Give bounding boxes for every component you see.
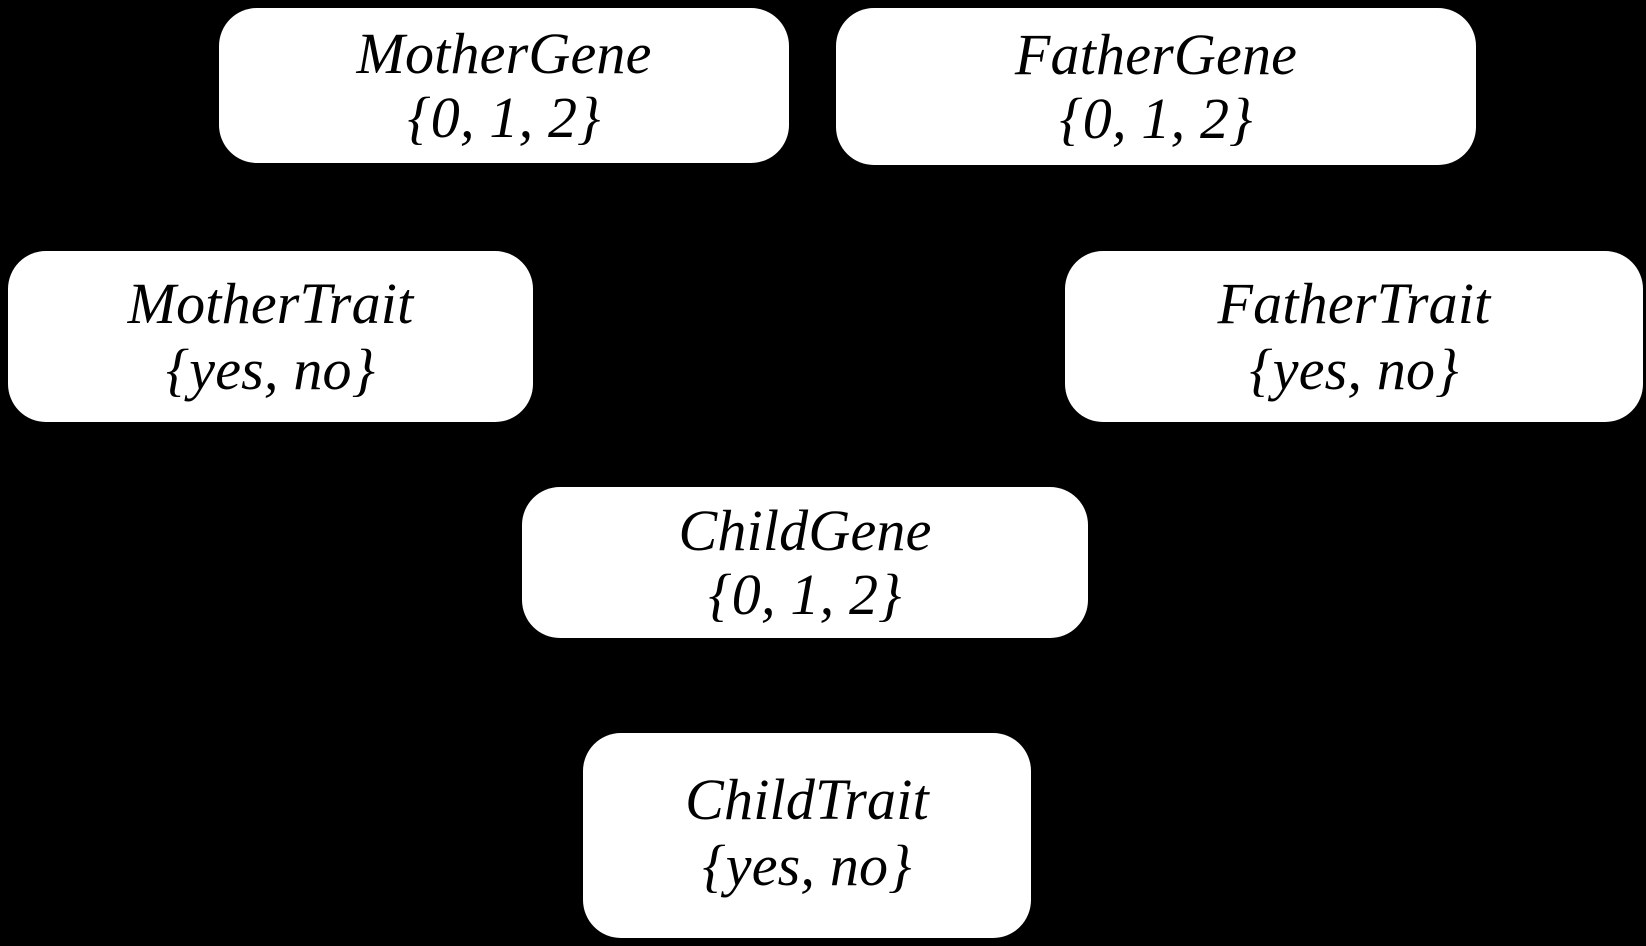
node-mother-gene-label: MotherGene — [356, 21, 652, 87]
node-father-gene[interactable]: FatherGene {0, 1, 2} — [836, 8, 1476, 165]
node-father-gene-domain: {0, 1, 2} — [1059, 85, 1253, 151]
node-child-gene[interactable]: ChildGene {0, 1, 2} — [522, 487, 1088, 638]
node-father-trait[interactable]: FatherTrait {yes, no} — [1065, 251, 1643, 422]
node-child-trait[interactable]: ChildTrait {yes, no} — [583, 733, 1031, 938]
node-child-trait-domain: {yes, no} — [702, 832, 912, 898]
node-father-trait-label: FatherTrait — [1217, 271, 1491, 337]
node-mother-trait-label: MotherTrait — [127, 271, 414, 337]
node-mother-trait[interactable]: MotherTrait {yes, no} — [8, 251, 533, 422]
node-mother-gene-domain: {0, 1, 2} — [407, 84, 601, 150]
node-mother-gene[interactable]: MotherGene {0, 1, 2} — [219, 8, 789, 163]
node-father-trait-domain: {yes, no} — [1249, 336, 1459, 402]
node-mother-trait-domain: {yes, no} — [165, 336, 376, 402]
node-child-gene-label: ChildGene — [678, 498, 932, 564]
node-child-gene-domain: {0, 1, 2} — [708, 561, 902, 627]
node-child-trait-label: ChildTrait — [685, 767, 929, 833]
node-father-gene-label: FatherGene — [1014, 22, 1298, 88]
